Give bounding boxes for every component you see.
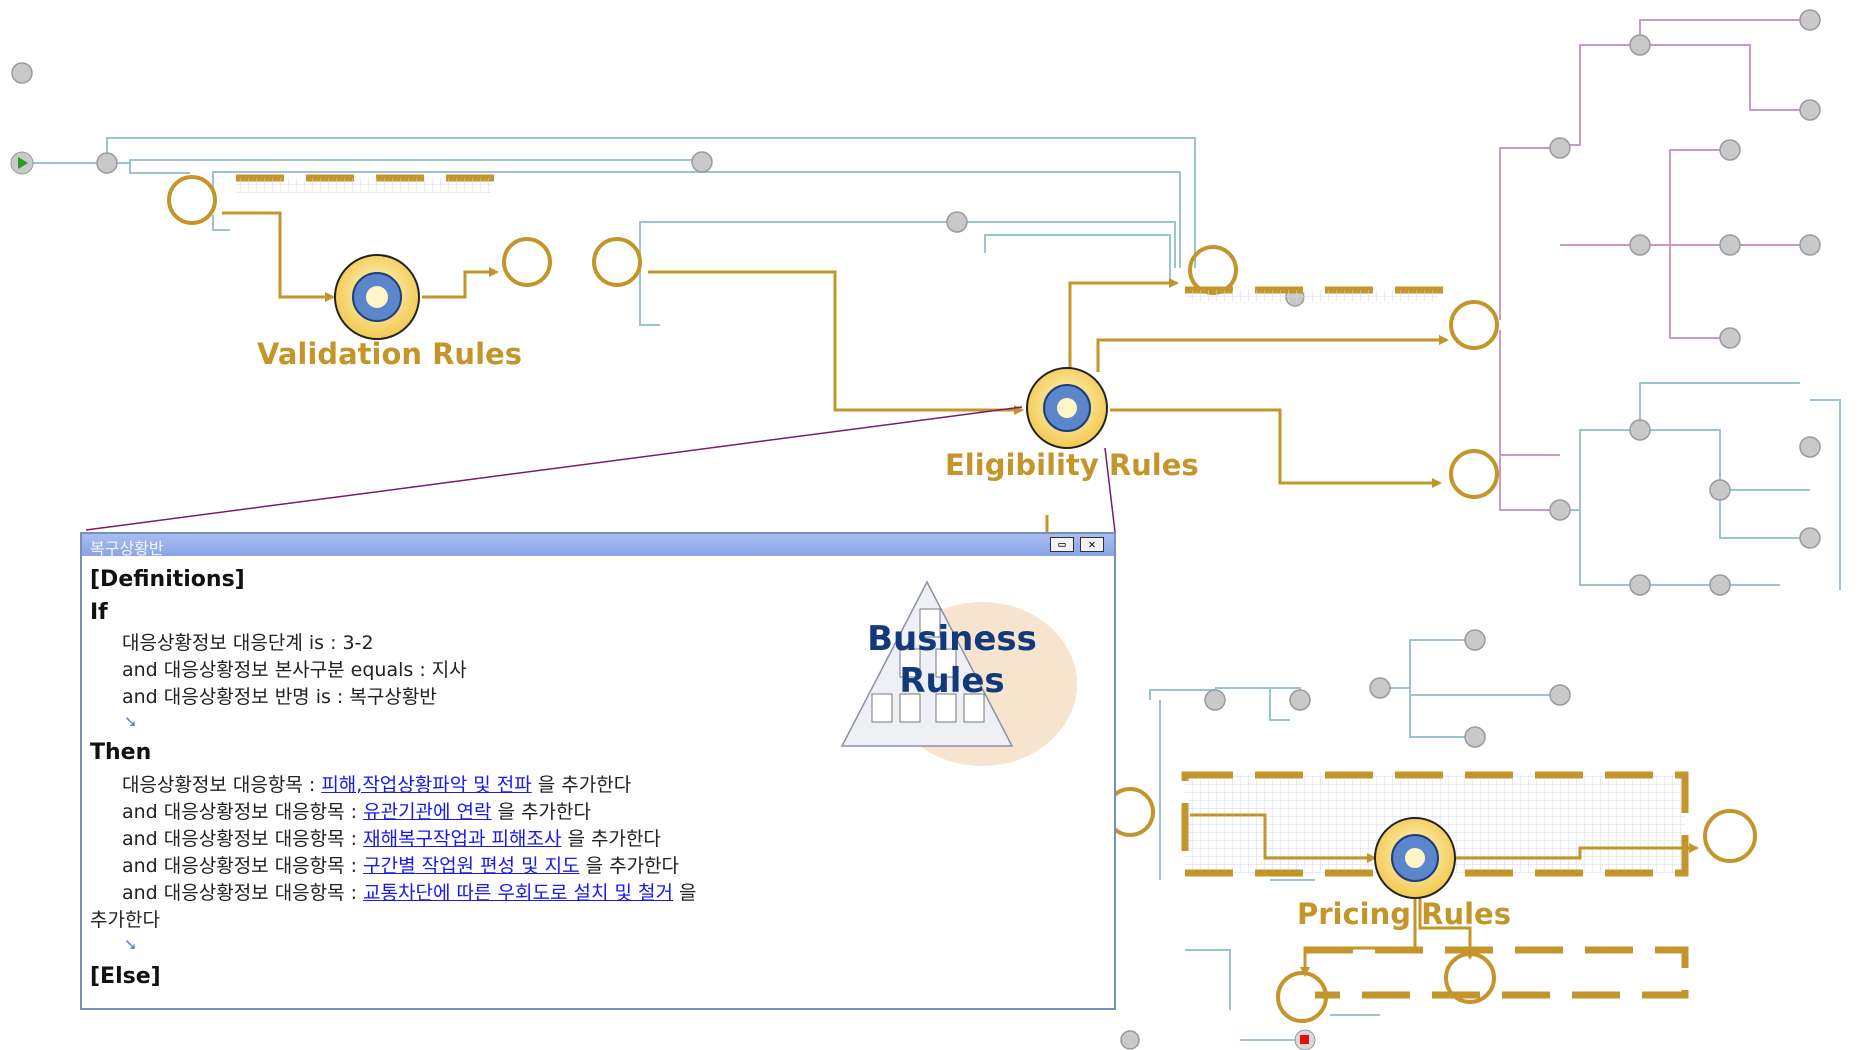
condition-value: 3-2 [342, 632, 374, 654]
close-icon[interactable]: ✕ [1080, 537, 1104, 552]
callout-leader-lines [85, 406, 1116, 533]
action-line: and 대응상황정보 대응항목 : 유관기관에 연락 을 추가한다 [122, 797, 591, 824]
action-line: 대응상황정보 대응항목 : 피해,작업상황파악 및 전파 을 추가한다 [122, 770, 631, 797]
action-link[interactable]: 유관기관에 연락 [363, 801, 492, 823]
expand-arrow-icon[interactable]: ➘ [124, 935, 138, 954]
action-suffix: 을 추가한다 [531, 774, 632, 796]
action-text: and 대응상황정보 대응항목 : [122, 882, 364, 904]
activity-nodes [11, 9, 1821, 1050]
action-suffix: 을 [673, 882, 697, 904]
condition-text: and 대응상황정보 본사구분 equals : [122, 659, 432, 681]
action-text: and 대응상황정보 대응항목 : [122, 801, 364, 823]
pricing-rules-engine-icon[interactable] [1374, 817, 1456, 899]
condition-line: 대응상황정보 대응단계 is : 3-2 [122, 628, 374, 655]
gold-flow-arrows [222, 211, 1699, 977]
condition-value: 복구상황반 [349, 686, 437, 708]
if-heading: If [90, 600, 108, 625]
eligibility-rules-engine-icon[interactable] [1026, 367, 1108, 449]
grid-strip [236, 178, 491, 193]
start-event-play-icon[interactable] [10, 151, 34, 175]
pricing-rules-label: Pricing Rules [1297, 897, 1511, 931]
action-text: and 대응상황정보 대응항목 : [122, 855, 364, 877]
popup-title: 복구상황반 [90, 539, 164, 558]
popup-titlebar: 복구상황반 ▭ ✕ [82, 534, 1114, 558]
action-suffix: 을 추가한다 [579, 855, 680, 877]
eligibility-rules-label: Eligibility Rules [945, 448, 1199, 482]
else-heading: [Else] [90, 964, 161, 989]
action-line: and 대응상황정보 대응항목 : 재해복구작업과 피해조사 을 추가한다 [122, 824, 661, 851]
action-text: and 대응상황정보 대응항목 : [122, 828, 364, 850]
action-line: and 대응상황정보 대응항목 : 교통차단에 따른 우회도로 설치 및 철거 … [122, 878, 697, 905]
action-line: and 대응상황정보 대응항목 : 구간별 작업원 편성 및 지도 을 추가한다 [122, 851, 679, 878]
then-heading: Then [90, 740, 152, 765]
action-text: 대응상황정보 대응항목 : [122, 774, 322, 796]
expand-arrow-icon[interactable]: ➘ [124, 712, 138, 731]
action-link[interactable]: 재해복구작업과 피해조사 [363, 828, 562, 850]
process-flow-lines [22, 137, 1560, 1041]
definitions-heading: [Definitions] [90, 567, 245, 592]
condition-line: and 대응상황정보 반명 is : 복구상황반 [122, 682, 437, 709]
business-rule-popup: 복구상황반 ▭ ✕ [Definitions] If 대응상황정보 대응단계 i… [80, 532, 1116, 1010]
right-blue-lines [1560, 382, 1841, 590]
action-link[interactable]: 피해,작업상황파악 및 전파 [321, 774, 532, 796]
action-link[interactable]: 교통차단에 따른 우회도로 설치 및 철거 [363, 882, 673, 904]
restore-icon[interactable]: ▭ [1050, 537, 1074, 552]
validation-rules-label: Validation Rules [257, 337, 522, 371]
condition-line: and 대응상황정보 본사구분 equals : 지사 [122, 655, 467, 682]
action-wrap-line: 추가한다 [90, 909, 160, 931]
action-suffix: 을 추가한다 [491, 801, 591, 823]
business-rules-label: Business Rules [867, 619, 1037, 701]
right-process-lines [1499, 19, 1810, 511]
highlight-circles [167, 175, 1757, 1023]
action-suffix: 을 추가한다 [561, 828, 661, 850]
condition-value: 지사 [431, 659, 467, 681]
condition-text: and 대응상황정보 반명 is : [122, 686, 350, 708]
stop-event-stop-icon[interactable] [1294, 1029, 1316, 1050]
condition-text: 대응상황정보 대응단계 is : [122, 632, 343, 654]
business-rules-pyramid-icon [840, 580, 1077, 766]
action-link[interactable]: 구간별 작업원 편성 및 지도 [363, 855, 580, 877]
grid-strip-right [1188, 290, 1438, 302]
validation-rules-engine-icon[interactable] [334, 254, 420, 340]
